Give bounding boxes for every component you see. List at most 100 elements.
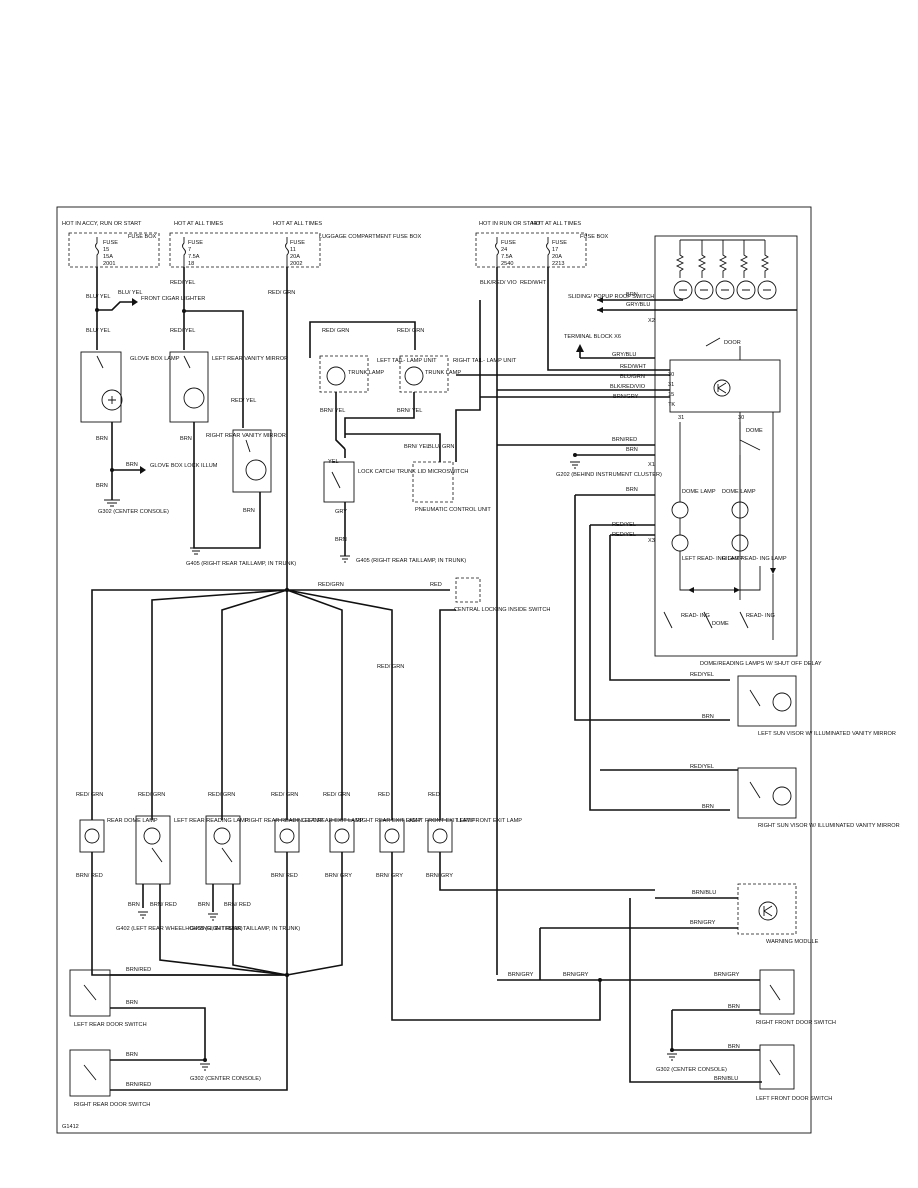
svg-text:RED/ GRN: RED/ GRN [138,792,165,798]
svg-text:DOOR: DOOR [724,340,741,346]
svg-text:GRY/BLU: GRY/BLU [626,302,650,308]
svg-text:BRN: BRN [180,436,192,442]
svg-text:GRY/BLU: GRY/BLU [612,352,636,358]
svg-text:15: 15 [668,392,674,398]
warning-module [737,883,797,935]
svg-text:RED/ GRN: RED/ GRN [322,328,349,334]
svg-text:BRN/BLU: BRN/BLU [692,890,716,896]
right-rear-reading-lamp [205,815,241,885]
svg-text:PNEUMATIC CONTROL UNIT: PNEUMATIC CONTROL UNIT [415,507,491,513]
svg-text:G405 (RIGHT REAR TAILLAMP, IN: G405 (RIGHT REAR TAILLAMP, IN TRUNK) [190,926,300,932]
svg-text:BRN/ RED: BRN/ RED [76,873,103,879]
svg-text:SLIDING/ POPUP ROOF SWITCH: SLIDING/ POPUP ROOF SWITCH [568,294,654,300]
svg-text:RED/ GRN: RED/ GRN [323,792,350,798]
front-door-switches: BRN/GRY BRN RIGHT FRONT DOOR SWITCH BRN … [656,969,836,1102]
svg-text:LEFT READ- ING LAMP: LEFT READ- ING LAMP [682,556,743,562]
svg-text:31: 31 [678,415,684,421]
pneumatic-control-unit [412,461,454,503]
svg-text:BRN/GRY: BRN/GRY [508,972,534,978]
svg-text:BRN/ GRY: BRN/ GRY [325,873,352,879]
svg-text:BRN: BRN [198,902,210,908]
fuse-box-right: HOT IN RUN OR START HOT AT ALL TIMES FUS… [475,221,609,268]
svg-text:LEFT REAR READING LAMP: LEFT REAR READING LAMP [174,818,249,824]
svg-text:BRN/ RED: BRN/ RED [271,873,298,879]
svg-text:LEFT REAR DOOR SWITCH: LEFT REAR DOOR SWITCH [74,1022,147,1028]
svg-text:BRN: BRN [626,447,638,453]
svg-text:RED: RED [430,582,442,588]
svg-text:BLU/ YEL: BLU/ YEL [86,294,110,300]
svg-text:TK: TK [668,402,675,408]
svg-text:RED/ GRN: RED/ GRN [76,792,103,798]
svg-text:G402 (LEFT REAR WHEELHOUSING,: G402 (LEFT REAR WHEELHOUSING, IN TRUNK) [116,926,243,932]
svg-text:RED/ GRN: RED/ GRN [377,664,404,670]
left-rear-reading-lamp [135,815,171,885]
svg-text:G302 (CENTER CONSOLE): G302 (CENTER CONSOLE) [656,1067,727,1073]
sun-visors: RED/YEL BRN LEFT SUN VISOR W/ ILLUMINATE… [600,672,900,829]
svg-text:7.5A: 7.5A [188,254,200,260]
right-rear-exit-lamp [329,819,355,853]
glove-box-lamp-label: GLOVE BOX LAMP [130,356,180,362]
svg-text:BRN/ YEL: BRN/ YEL [404,444,429,450]
svg-text:BLU/ YEL: BLU/ YEL [118,290,142,296]
svg-text:X2: X2 [648,318,655,324]
fuse-box-label: FUSE BOX [128,234,157,240]
glove-box-circuit: BLU/ YEL BLU/ YEL BLU/ YEL FRONT CIGAR L… [80,267,218,515]
svg-text:CENTRAL LOCKING INSIDE SWITCH: CENTRAL LOCKING INSIDE SWITCH [454,607,550,613]
svg-text:BRN/BLU: BRN/BLU [714,1076,738,1082]
svg-text:BRN/ GRY: BRN/ GRY [376,873,403,879]
svg-text:RED/ GRN: RED/ GRN [208,792,235,798]
svg-text:2213: 2213 [552,261,564,267]
svg-text:DOME LAMP: DOME LAMP [722,489,756,495]
svg-text:30: 30 [738,415,744,421]
svg-text:RED: RED [428,792,440,798]
svg-text:BRN: BRN [126,1000,138,1006]
svg-text:G405 (RIGHT REAR TAILLAMP, IN: G405 (RIGHT REAR TAILLAMP, IN TRUNK) [186,561,296,567]
svg-text:BRN/ RED: BRN/ RED [150,902,177,908]
module-connections: BRN GRY/BLU SLIDING/ POPUP ROOF SWITCH X… [456,267,730,975]
ground-g302-console: G302 (CENTER CONSOLE) [98,509,169,515]
svg-text:BRN: BRN [96,436,108,442]
svg-text:G302 (CENTER CONSOLE): G302 (CENTER CONSOLE) [190,1076,261,1082]
trunk-lamp-circuit: RED/ GRN RED/ GRN RED/ GRN TRUNK LAMP TR… [268,267,517,590]
svg-text:24: 24 [501,247,507,253]
svg-text:BLU/ YEL: BLU/ YEL [86,328,110,334]
left-front-exit-lamp [427,819,453,853]
svg-text:FUSE: FUSE [290,240,305,246]
svg-text:BRN/ GRY: BRN/ GRY [426,873,453,879]
svg-text:BRN/RED: BRN/RED [612,437,637,443]
right-front-exit-lamp [379,819,405,853]
dome-reading-module: 30 31 15 TK 31 30 DOOR DOME DOME LAMP DO… [654,235,822,667]
svg-text:RIGHT FRONT EXIT LAMP: RIGHT FRONT EXIT LAMP [406,818,475,824]
svg-text:RIGHT REAR READING LAMP: RIGHT REAR READING LAMP [245,818,323,824]
svg-text:LEFT REAR VANITY MIRROR: LEFT REAR VANITY MIRROR [212,356,288,362]
svg-text:READ- ING: READ- ING [746,613,775,619]
svg-text:BLU/ GRN: BLU/ GRN [428,444,454,450]
svg-text:DOME/READING LAMPS W/ SHUT OFF: DOME/READING LAMPS W/ SHUT OFF DELAY [700,661,822,667]
right-sun-visor [737,767,797,819]
svg-text:RIGHT REAR DOOR SWITCH: RIGHT REAR DOOR SWITCH [74,1102,150,1108]
svg-text:BRN/GRY: BRN/GRY [714,972,740,978]
svg-text:REAR DOME LAMP: REAR DOME LAMP [107,818,158,824]
svg-text:BRN: BRN [702,714,714,720]
svg-text:BRN: BRN [728,1004,740,1010]
figure-id: G1412 [62,1124,79,1130]
fuse11-hot-label: HOT AT ALL TIMES [273,221,322,227]
svg-text:G405 (RIGHT REAR TAILLAMP, IN: G405 (RIGHT REAR TAILLAMP, IN TRUNK) [356,558,466,564]
svg-text:HOT IN RUN OR START: HOT IN RUN OR START [479,221,541,227]
svg-text:X1: X1 [648,462,655,468]
svg-text:BRN/GRY: BRN/GRY [563,972,589,978]
rear-dome-lamp [79,819,105,853]
svg-text:X3: X3 [648,538,655,544]
svg-text:BRN/ RED: BRN/ RED [224,902,251,908]
svg-text:RED/ GRN: RED/ GRN [271,792,298,798]
fuse-box-left: HOT IN ACCY, RUN OR START HOT AT ALL TIM… [62,221,422,268]
svg-text:2002: 2002 [290,261,302,267]
left-sun-visor [737,675,797,727]
svg-text:2001: 2001 [103,261,115,267]
svg-text:RED/YEL: RED/YEL [690,764,714,770]
svg-text:LEFT REAR EXIT LAMP: LEFT REAR EXIT LAMP [302,818,364,824]
svg-text:RED/GRN: RED/GRN [318,582,344,588]
left-rear-vanity-mirror [169,351,209,423]
svg-text:RED/YEL: RED/YEL [690,672,714,678]
rear-door-switches: BRN/RED BRN LEFT REAR DOOR SWITCH BRN BR… [69,967,290,1108]
